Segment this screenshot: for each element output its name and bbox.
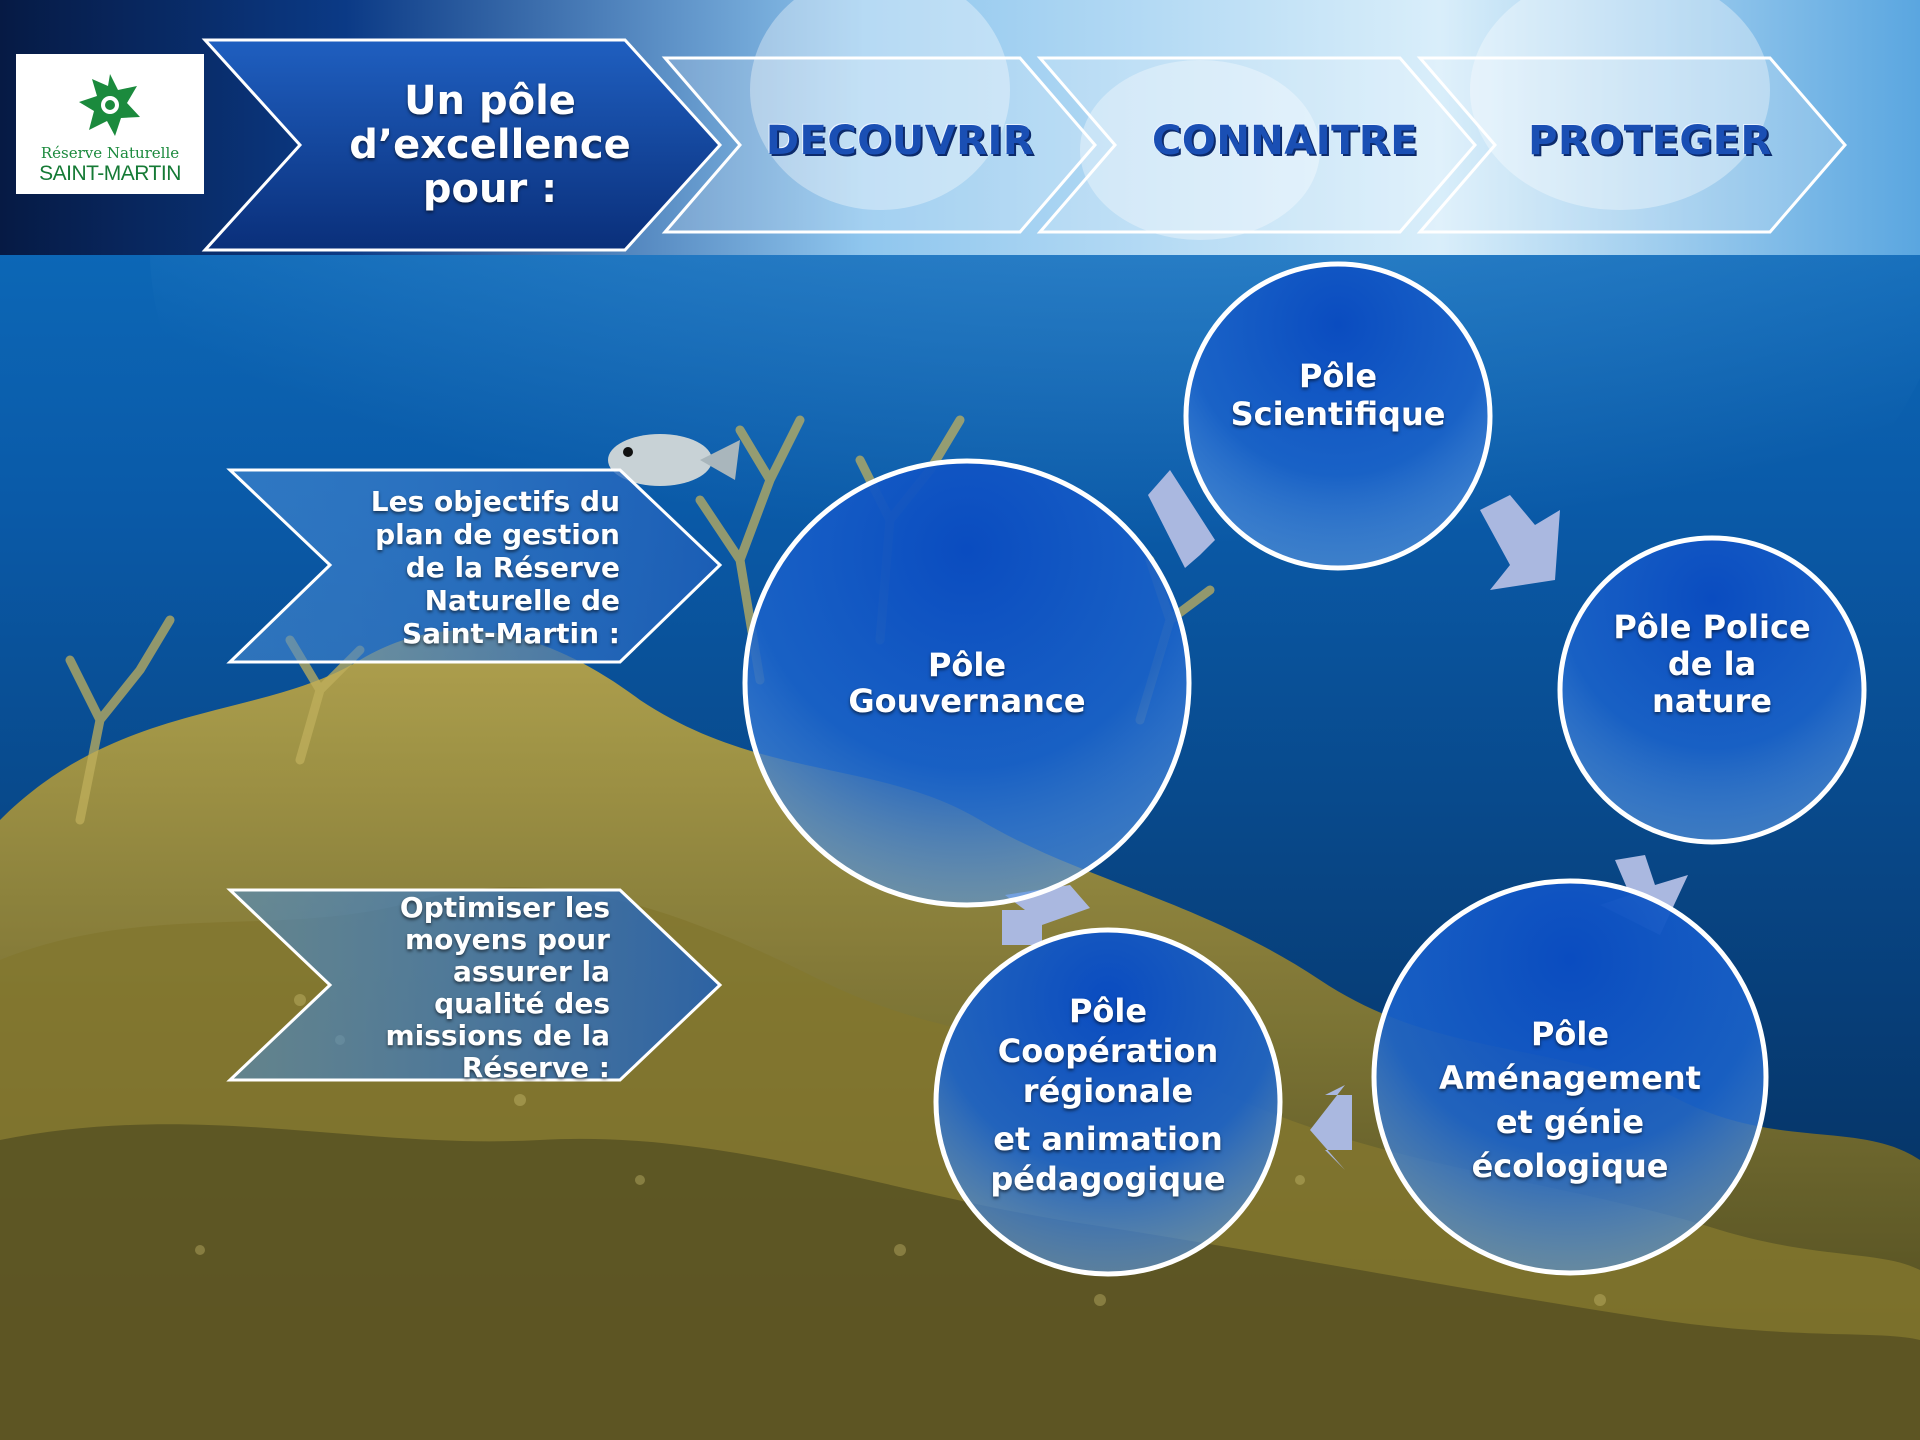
pole-line: Pôle <box>1298 357 1378 395</box>
pole-label-scientifique: Pôle Scientifique <box>1190 350 1486 440</box>
arrow-amenagement-to-cooperation <box>1310 1085 1352 1170</box>
pole-line: de la <box>1667 644 1757 683</box>
pole-line: et génie <box>1495 1103 1645 1141</box>
banner-title-line: pour : <box>422 166 558 212</box>
sea-star-icon <box>79 74 140 136</box>
pole-line: Aménagement <box>1439 1059 1701 1097</box>
pole-label-gouvernance: Pôle Gouvernance <box>800 640 1134 726</box>
pole-line: Gouvernance <box>848 682 1086 720</box>
pole-line: Pôle <box>1530 1015 1610 1053</box>
pole-line: nature <box>1652 681 1772 720</box>
banner-title-line: d’excellence <box>349 122 631 168</box>
nav-chevron-connaitre <box>1036 56 1477 234</box>
objective-line: assurer la <box>452 955 610 988</box>
objective-line: Optimiser les <box>399 891 610 924</box>
objective-line: qualité des <box>434 987 610 1020</box>
nav-chevron-proteger <box>1416 56 1847 234</box>
objective-line: missions de la <box>385 1019 610 1052</box>
arrow-gouvernance-to-scientifique <box>1148 470 1215 568</box>
pole-label-cooperation: Pôle Coopération régionale et animation … <box>960 985 1256 1205</box>
nav-step-decouvrir[interactable]: DECOUVRIR <box>765 118 1035 164</box>
circle-amenagement <box>1371 878 1769 1276</box>
reserve-logo: Réserve Naturelle SAINT-MARTIN <box>16 54 204 194</box>
banner-title-line: Un pôle <box>404 78 576 124</box>
objective-line: de la Réserve <box>405 550 620 584</box>
objective-chevron-2 <box>226 888 723 1082</box>
objective-line: moyens pour <box>404 923 610 956</box>
logo-text-line1: Réserve Naturelle <box>40 144 180 162</box>
pole-line: et animation <box>993 1120 1223 1158</box>
objective-line: Les objectifs du <box>370 484 620 518</box>
banner-title: Un pôle d’excellence pour : <box>300 70 680 220</box>
nav-chevron-decouvrir <box>661 56 1097 234</box>
pole-line: Pôle <box>1068 992 1148 1030</box>
pole-line: Pôle Police <box>1613 607 1811 646</box>
objective-line: Réserve : <box>461 1051 610 1084</box>
objective-line: Naturelle de <box>424 583 620 617</box>
banner-title-chevron <box>201 38 723 252</box>
logo-text-line2: SAINT-MARTIN <box>39 162 181 185</box>
pole-line: Coopération <box>997 1032 1219 1070</box>
circle-scientifique <box>1183 261 1493 571</box>
pole-label-police: Pôle Police de la nature <box>1565 604 1859 724</box>
pole-line: Scientifique <box>1230 395 1446 433</box>
circle-gouvernance <box>742 458 1192 908</box>
pole-line: pédagogique <box>990 1160 1226 1198</box>
arrow-scientifique-to-police <box>1480 495 1560 590</box>
objective-line: plan de gestion <box>375 517 620 551</box>
fish-illustration <box>608 434 740 486</box>
pole-line: écologique <box>1471 1147 1669 1185</box>
objective-line: Saint-Martin : <box>401 616 620 650</box>
objective-text-1: Les objectifs du plan de gestion de la R… <box>330 478 620 656</box>
pole-label-amenagement: Pôle Aménagement et génie écologique <box>1400 1010 1740 1190</box>
nav-step-connaitre[interactable]: CONNAITRE <box>1151 118 1419 164</box>
circle-police <box>1557 535 1867 845</box>
pole-circles <box>742 261 1867 1277</box>
pole-line: Pôle <box>927 646 1007 684</box>
objective-text-2: Optimiser les moyens pour assurer la qua… <box>330 892 610 1084</box>
nav-step-proteger[interactable]: PROTEGER <box>1528 118 1772 164</box>
circle-cooperation <box>933 927 1283 1277</box>
objective-chevron-1 <box>226 468 723 664</box>
pole-line: régionale <box>1022 1072 1194 1110</box>
